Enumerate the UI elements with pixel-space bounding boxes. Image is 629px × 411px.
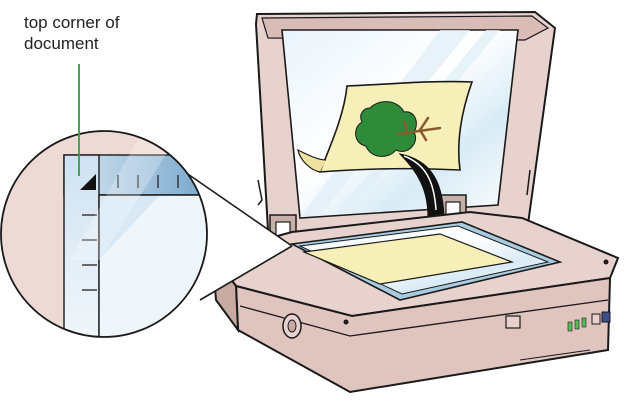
callout-label: top corner of document (24, 12, 119, 54)
callout-label-line2: document (24, 33, 119, 54)
callout-label-line1: top corner of (24, 12, 119, 33)
